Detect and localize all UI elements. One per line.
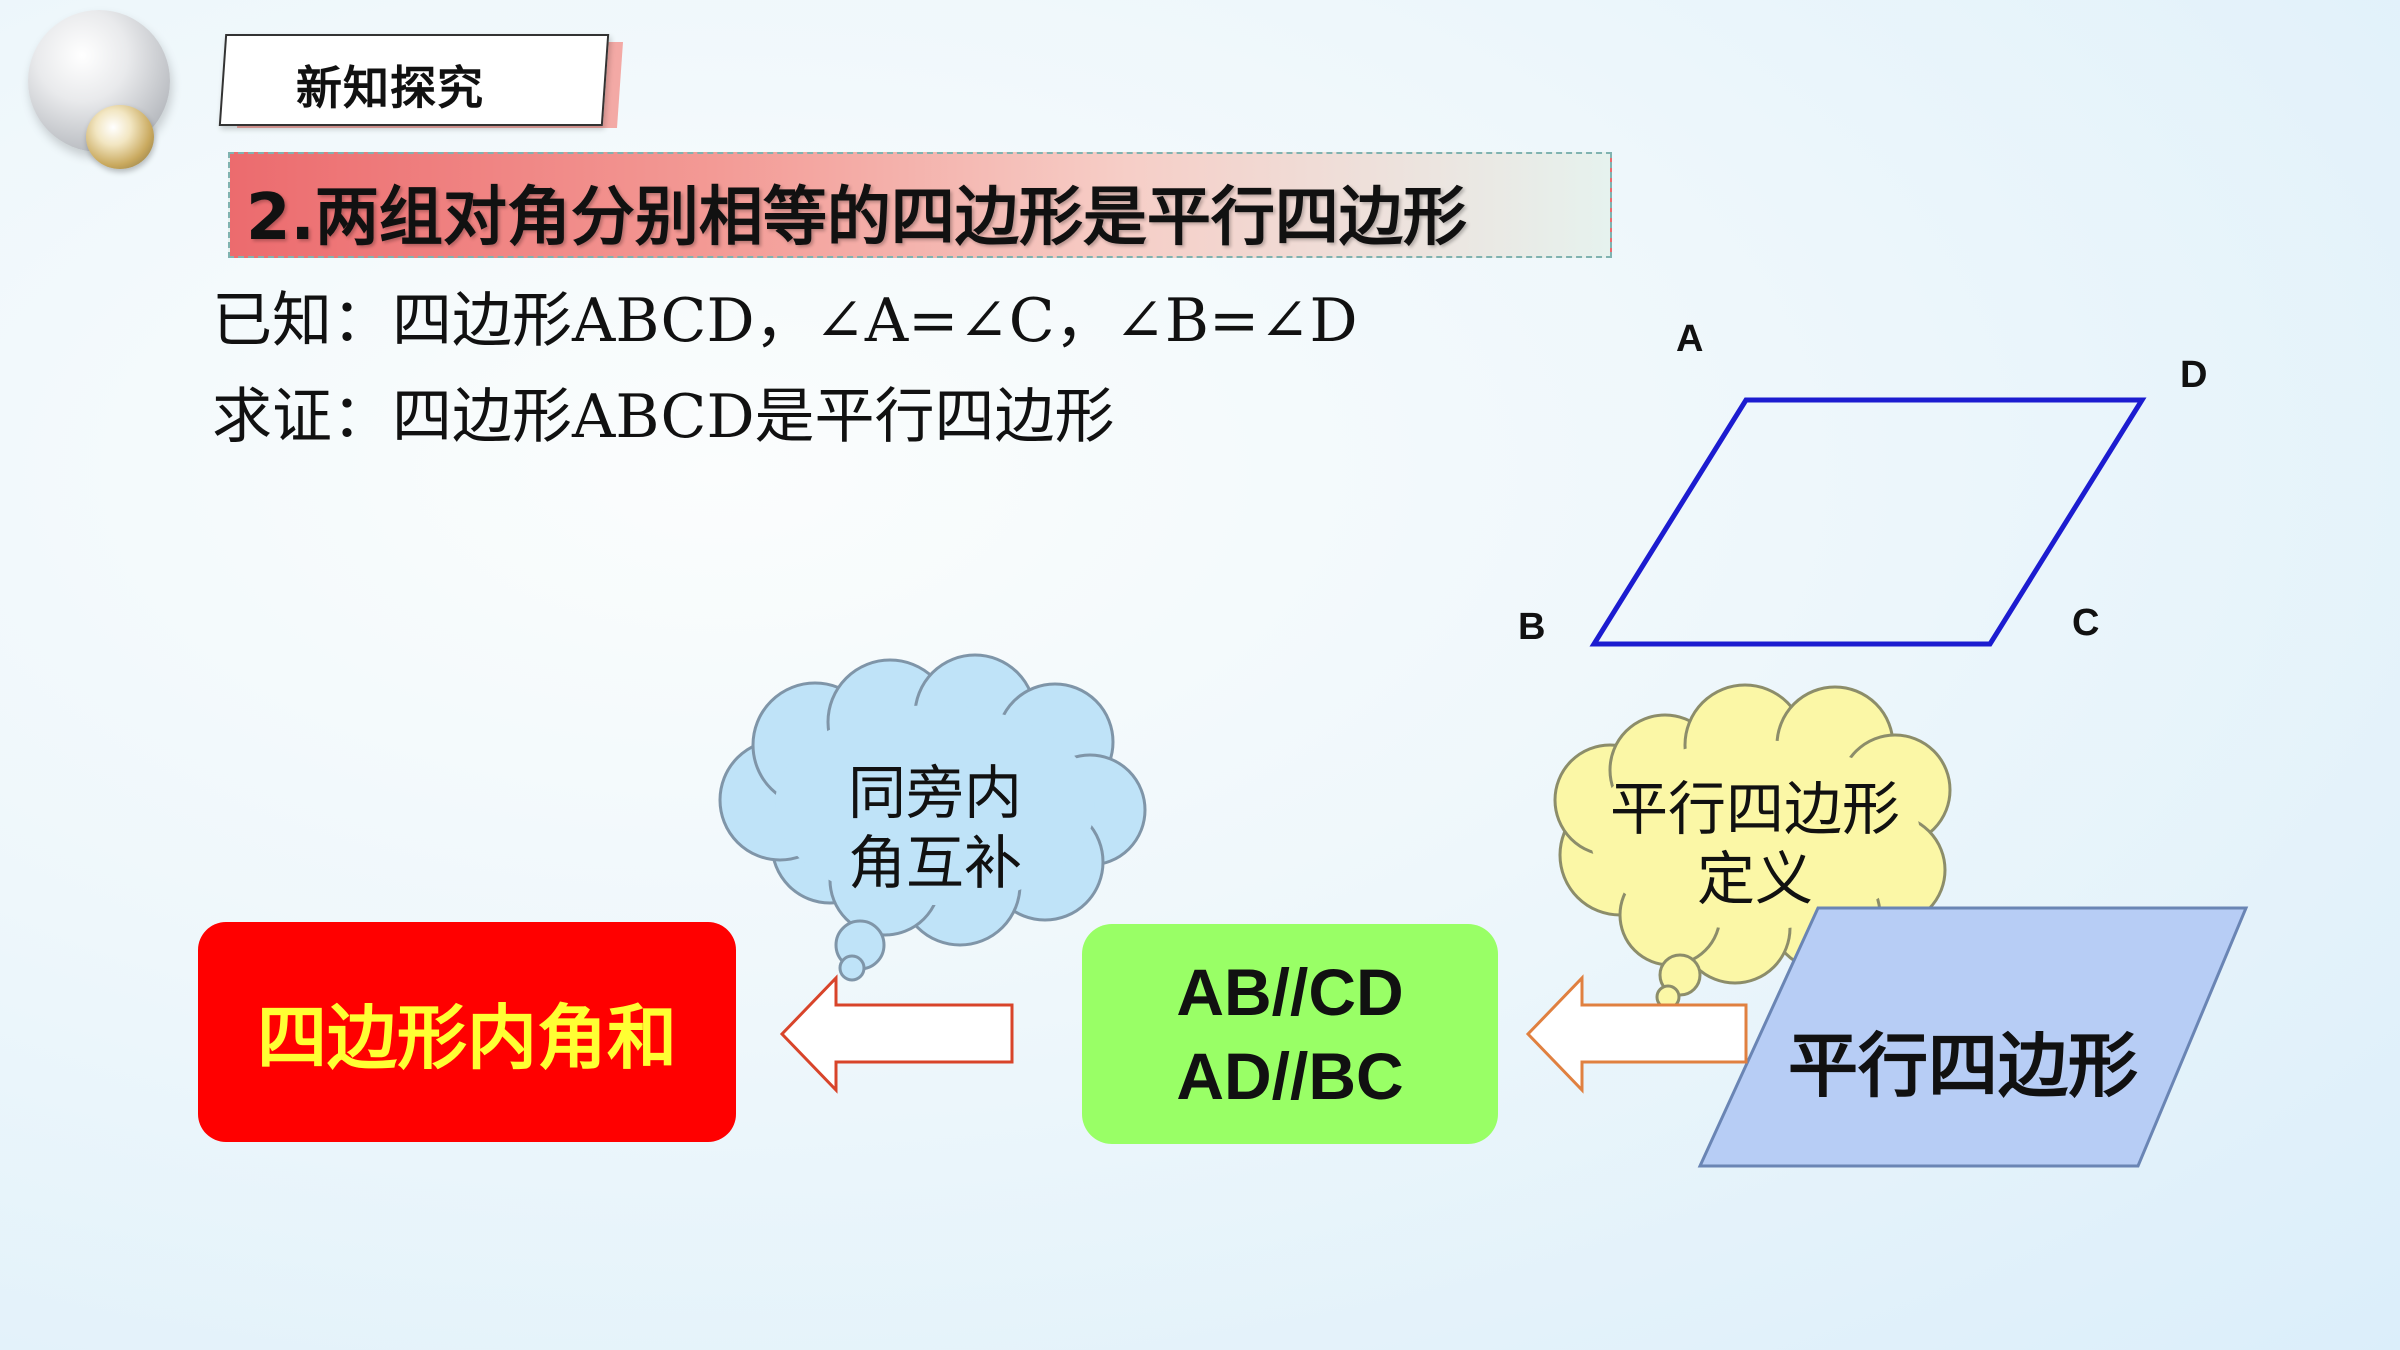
title-banner xyxy=(228,152,1612,258)
thought-cloud-2 xyxy=(1553,683,1952,1010)
cloud-1-text: 同旁内 角互补 xyxy=(820,758,1050,898)
vertex-label-d: D xyxy=(2180,354,2208,396)
thought-cloud-1 xyxy=(718,653,1147,982)
header-tag-label: 新知探究 xyxy=(296,61,484,115)
cloud-2-text: 平行四边形 定义 xyxy=(1590,774,1920,914)
cloud-1-line-2: 角互补 xyxy=(847,829,1022,897)
cloud-2-line-2: 定义 xyxy=(1696,845,1813,913)
cloud-1-line-1: 同旁内 xyxy=(847,759,1022,827)
parallelogram-figure-svg xyxy=(1589,397,2147,647)
parallelogram-outline xyxy=(1589,397,2147,647)
cloud-2-line-1: 平行四边形 xyxy=(1609,775,1900,843)
angle-sum-label: 四边形内角和 xyxy=(257,998,677,1077)
parallelogram-box xyxy=(1697,906,2249,1168)
vertex-label-b: B xyxy=(1518,606,1546,648)
vertex-label-c: C xyxy=(2072,602,2100,644)
prove-statement: 求证：四边形ABCD是平行四边形 xyxy=(212,382,1115,452)
small-pearl-decoration xyxy=(86,105,154,169)
parallel-lines-box: AB//CD AD//BC xyxy=(1082,924,1498,1144)
parallel-line-1: AB//CD xyxy=(1176,955,1404,1029)
arrow-left-2 xyxy=(1525,974,1748,1094)
vertex-label-a: A xyxy=(1676,318,1704,360)
parallelogram-label: 平行四边形 xyxy=(1788,1025,2138,1107)
parallel-line-2: AD//BC xyxy=(1176,1039,1404,1113)
angle-sum-box: 四边形内角和 xyxy=(198,922,736,1142)
given-statement: 已知：四边形ABCD，∠A=∠C，∠B=∠D xyxy=(212,286,1358,356)
parallelogram-figure: A D B C xyxy=(1500,310,2260,670)
arrow-left-1 xyxy=(779,974,1014,1094)
slide-title: 2.两组对角分别相等的四边形是平行四边形 xyxy=(246,181,1467,255)
